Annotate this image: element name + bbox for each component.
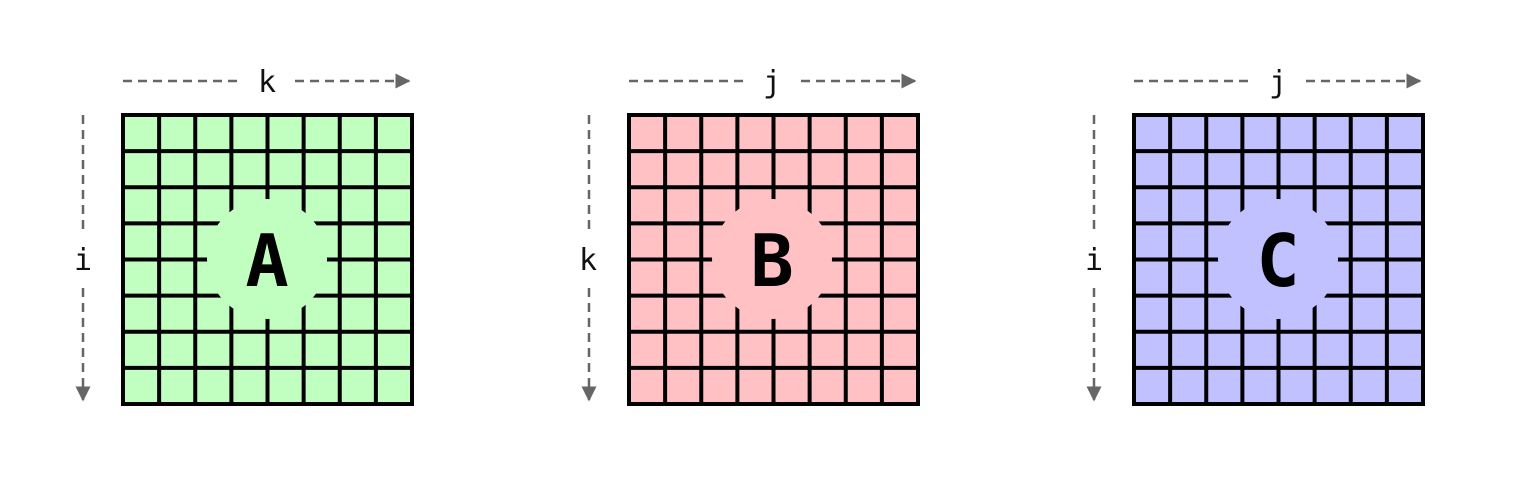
matrix-a-left-axis-label: i — [74, 243, 92, 278]
matrix-c-left-axis-label: i — [1085, 243, 1103, 278]
matrix-a-border — [121, 113, 414, 406]
matrix-c-letter: C — [1256, 219, 1299, 303]
matrix-b-border — [627, 113, 920, 406]
matrix-a-label-circle — [207, 199, 327, 319]
matrix-b-left-axis-label: k — [579, 243, 597, 278]
matrix-b-letter: B — [750, 219, 793, 303]
matrix-c-group: j i C — [1085, 65, 1425, 406]
matrix-a-letter: A — [245, 219, 288, 303]
matrix-c-top-axis-label: j — [1269, 65, 1287, 100]
matrix-b-label-circle — [712, 199, 832, 319]
matrix-a-group: k i A — [74, 65, 414, 406]
matrix-a-top-axis-label: k — [258, 65, 276, 100]
matrix-c-border — [1132, 113, 1425, 406]
matrix-b-group: j k B — [579, 65, 920, 406]
matrix-b-top-axis-label: j — [763, 65, 781, 100]
matrix-c-label-circle — [1218, 199, 1338, 319]
